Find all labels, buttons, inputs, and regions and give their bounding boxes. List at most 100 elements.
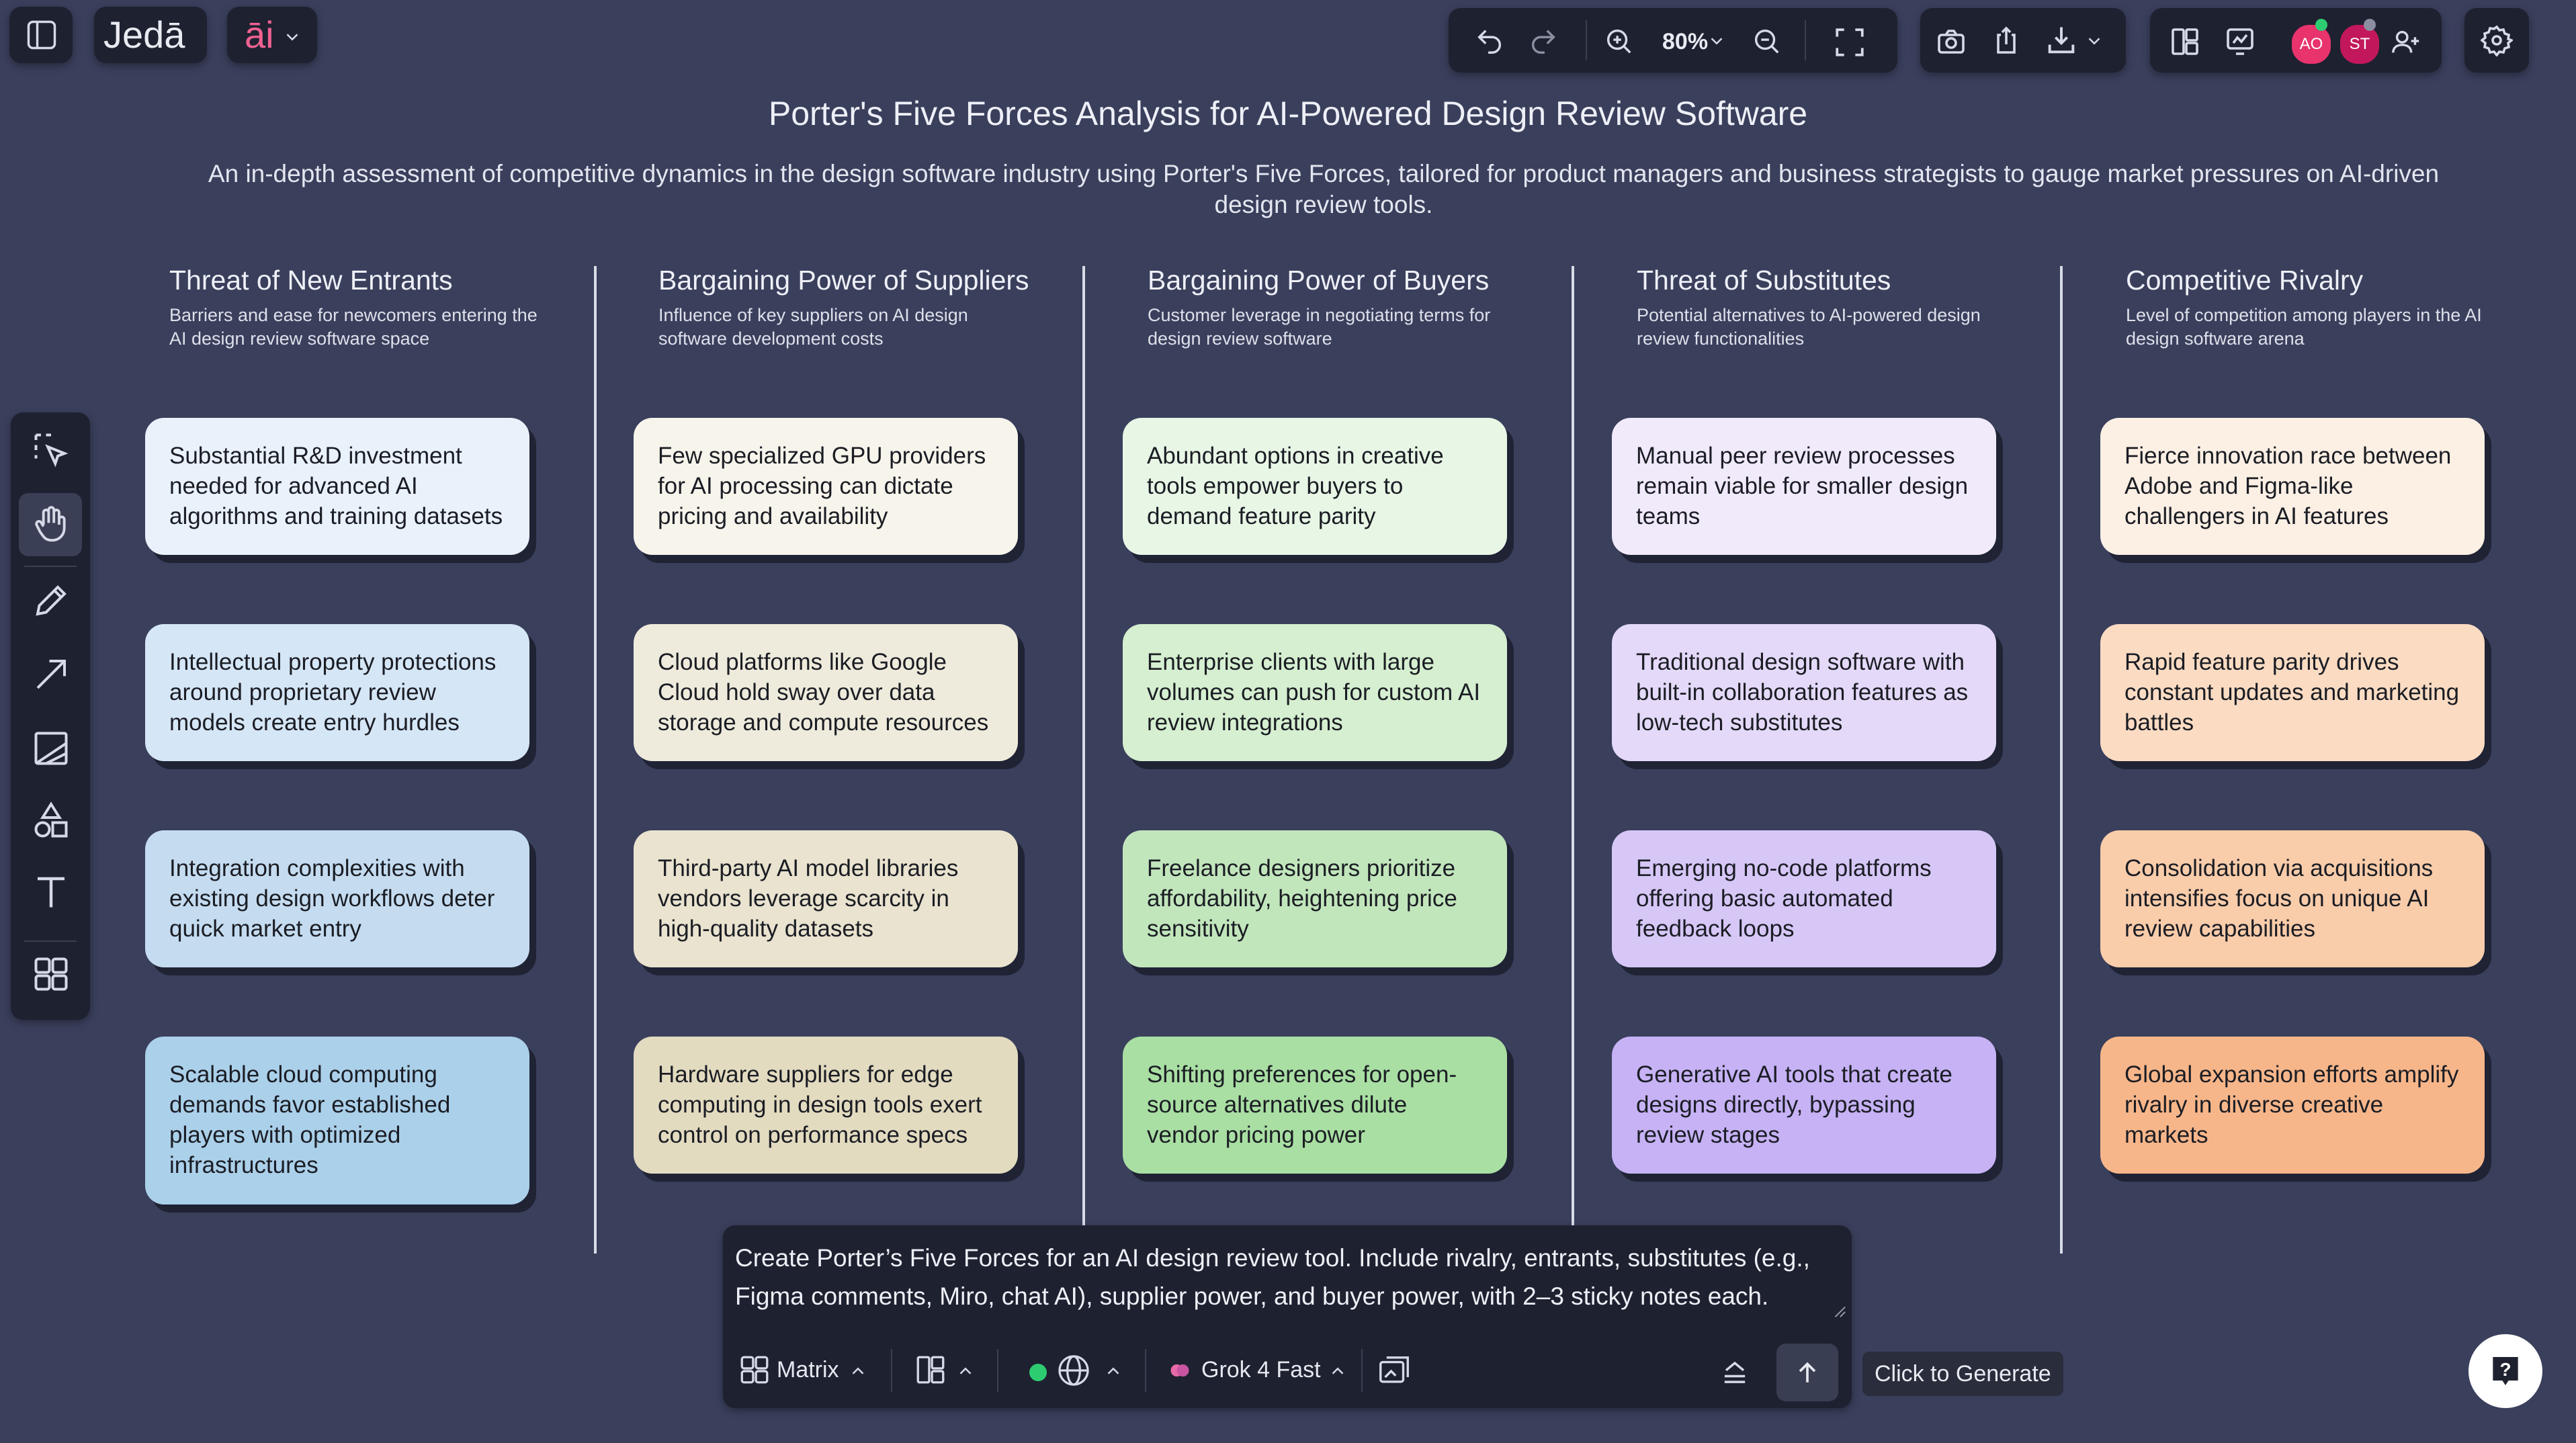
column-header: Threat of New Entrants Barriers and ease…: [169, 263, 546, 351]
arrow-tool-icon[interactable]: [31, 654, 71, 695]
column-layout-icon[interactable]: [914, 1353, 947, 1387]
zoom-level[interactable]: 80%: [1662, 29, 1709, 54]
sticky-note-text: Intellectual property protections around…: [169, 649, 497, 736]
sticky-note[interactable]: Few specialized GPU providers for AI pro…: [634, 418, 1018, 555]
chevron-up-icon[interactable]: [1103, 1361, 1123, 1381]
select-tool-icon[interactable]: [31, 430, 71, 470]
board-subtitle: An in-depth assessment of competitive dy…: [208, 160, 2440, 218]
history-zoom-toolbar: 80%: [1449, 8, 1897, 73]
sticky-note[interactable]: Integration complexities with existing d…: [145, 830, 529, 967]
sticky-note-text: Hardware suppliers for edge computing in…: [658, 1061, 982, 1148]
sticky-note-text: Cloud platforms like Google Cloud hold s…: [658, 649, 989, 736]
chevron-down-icon[interactable]: [1707, 31, 1727, 51]
export-toolbar: [1920, 8, 2126, 73]
undo-icon[interactable]: [1474, 26, 1505, 56]
chevron-up-icon[interactable]: [955, 1361, 976, 1381]
generate-button[interactable]: [1776, 1344, 1838, 1401]
sticky-note[interactable]: Generative AI tools that create designs …: [1612, 1037, 1996, 1174]
presentation-icon[interactable]: [2224, 26, 2256, 58]
sidebar-toggle-icon[interactable]: [24, 17, 59, 52]
matrix-layout-icon[interactable]: [738, 1353, 771, 1387]
online-indicator: [2315, 19, 2327, 31]
sticky-note[interactable]: Abundant options in creative tools empow…: [1123, 418, 1507, 555]
resize-handle-icon[interactable]: [1832, 1303, 1846, 1318]
ai-prompt-panel: Create Porter’s Five Forces for an AI de…: [723, 1225, 1852, 1408]
toolbar-divider: [1586, 20, 1587, 60]
sticky-note[interactable]: Consolidation via acquisitions intensifi…: [2100, 830, 2485, 967]
toolbar-divider: [1805, 20, 1806, 60]
ai-label: āi: [245, 13, 274, 56]
sticky-note-text: Substantial R&D investment needed for ad…: [169, 443, 503, 529]
sticky-note-text: Integration complexities with existing d…: [169, 855, 495, 942]
sticky-note[interactable]: Rapid feature parity drives constant upd…: [2100, 624, 2485, 761]
ai-menu-button[interactable]: āi: [227, 7, 317, 63]
avatar-initials: AO: [2299, 35, 2323, 53]
sticky-note[interactable]: Emerging no-code platforms offering basi…: [1612, 830, 1996, 967]
download-icon[interactable]: [2044, 23, 2079, 58]
column-title: Bargaining Power of Suppliers: [658, 265, 1029, 296]
share-upload-icon[interactable]: [1990, 23, 2022, 58]
help-icon: ?: [2493, 1357, 2518, 1385]
sticky-note-text: Generative AI tools that create designs …: [1636, 1061, 1952, 1148]
templates-grid-icon[interactable]: [31, 954, 71, 994]
hand-tool-icon[interactable]: [30, 504, 71, 545]
sticky-note-text: Rapid feature parity drives constant upd…: [2124, 649, 2460, 736]
sticky-note[interactable]: Shifting preferences for open-source alt…: [1123, 1037, 1507, 1174]
sticky-note-text: Abundant options in creative tools empow…: [1147, 443, 1444, 529]
sticky-note[interactable]: Fierce innovation race between Adobe and…: [2100, 418, 2485, 555]
matrix-layout-label[interactable]: Matrix: [777, 1357, 839, 1383]
brand-logo[interactable]: Jedā: [94, 7, 207, 63]
tool-rail: [11, 412, 90, 1020]
toolbar-divider: [891, 1349, 892, 1392]
frame-tool-icon[interactable]: [31, 728, 71, 769]
column-title: Competitive Rivalry: [2126, 265, 2364, 296]
chevron-up-icon[interactable]: [1328, 1361, 1348, 1381]
add-user-icon[interactable]: [2389, 27, 2423, 58]
chevron-up-icon[interactable]: [848, 1361, 868, 1381]
attach-image-icon[interactable]: [1376, 1353, 1412, 1389]
sticky-note[interactable]: Enterprise clients with large volumes ca…: [1123, 624, 1507, 761]
text-tool-icon[interactable]: [31, 872, 71, 912]
prompt-textarea[interactable]: Create Porter’s Five Forces for an AI de…: [735, 1244, 1810, 1310]
toolbar-divider: [997, 1349, 998, 1392]
sticky-note-text: Fierce innovation race between Adobe and…: [2124, 443, 2452, 529]
column-title: Threat of New Entrants: [169, 265, 453, 296]
redo-icon[interactable]: [1528, 26, 1559, 56]
column-header: Competitive Rivalry Level of competition…: [2126, 263, 2502, 351]
sticky-note[interactable]: Global expansion efforts amplify rivalry…: [2100, 1037, 2485, 1174]
sticky-note[interactable]: Third-party AI model libraries vendors l…: [634, 830, 1018, 967]
gear-icon[interactable]: [2481, 24, 2513, 56]
zoom-out-icon[interactable]: [1751, 26, 1782, 56]
sticky-note[interactable]: Hardware suppliers for edge computing in…: [634, 1037, 1018, 1174]
away-indicator: [2364, 19, 2376, 31]
sticky-note-text: Emerging no-code platforms offering basi…: [1636, 855, 1932, 942]
column-description: Customer leverage in negotiating terms f…: [1148, 305, 1491, 349]
sticky-note[interactable]: Manual peer review processes remain viab…: [1612, 418, 1996, 555]
column-description: Influence of key suppliers on AI design …: [658, 305, 968, 349]
help-button[interactable]: ?: [2468, 1334, 2542, 1408]
sticky-note-text: Scalable cloud computing demands favor e…: [169, 1061, 451, 1178]
zoom-in-icon[interactable]: [1603, 26, 1634, 56]
fit-screen-icon[interactable]: [1833, 26, 1866, 59]
chevron-down-icon: [282, 27, 302, 47]
sticky-note[interactable]: Intellectual property protections around…: [145, 624, 529, 761]
sticky-note[interactable]: Substantial R&D investment needed for ad…: [145, 418, 529, 555]
model-selector-label[interactable]: Grok 4 Fast: [1201, 1357, 1321, 1383]
pencil-tool-icon[interactable]: [31, 580, 71, 621]
avatar[interactable]: ST: [2338, 23, 2381, 66]
chevron-down-icon[interactable]: [2084, 31, 2104, 51]
column-description: Level of competition among players in th…: [2126, 305, 2482, 349]
camera-icon[interactable]: [1935, 26, 1967, 58]
collapse-panel-icon[interactable]: [1717, 1354, 1752, 1389]
sticky-note[interactable]: Freelance designers prioritize affordabi…: [1123, 830, 1507, 967]
web-search-globe-icon[interactable]: [1055, 1352, 1092, 1389]
layout-panel-icon[interactable]: [2169, 26, 2201, 58]
shapes-tool-icon[interactable]: [31, 801, 71, 841]
column-divider: [1082, 266, 1085, 1254]
sticky-note[interactable]: Cloud platforms like Google Cloud hold s…: [634, 624, 1018, 761]
sticky-note[interactable]: Traditional design software with built-i…: [1612, 624, 1996, 761]
sticky-note-text: Global expansion efforts amplify rivalry…: [2124, 1061, 2459, 1148]
sticky-note-text: Traditional design software with built-i…: [1636, 649, 1969, 736]
avatar[interactable]: AO: [2290, 23, 2333, 66]
sticky-note[interactable]: Scalable cloud computing demands favor e…: [145, 1037, 529, 1205]
